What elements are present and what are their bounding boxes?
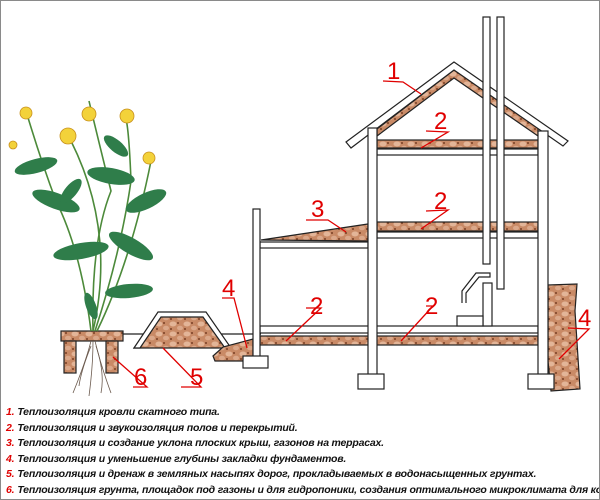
legend-item: 3.Теплоизоляция и создание уклона плоски… <box>6 436 598 452</box>
callout-3: 3 <box>311 196 324 223</box>
extension-wall <box>252 208 261 362</box>
footing <box>527 373 555 390</box>
callout-2: 2 <box>434 188 447 215</box>
chimney-pipe-1 <box>482 16 491 265</box>
legend-text: Теплоизоляция и создание уклона плоских … <box>17 437 384 449</box>
ground-floor-insulation <box>259 335 539 346</box>
callout-5: 5 <box>190 364 203 391</box>
legend-text: Теплоизоляция кровли скатного типа. <box>17 406 220 418</box>
legend-item: 1.Теплоизоляция кровли скатного типа. <box>6 405 598 421</box>
middle-floor-beam <box>376 231 539 239</box>
terrace-beam <box>259 241 369 249</box>
legend: 1.Теплоизоляция кровли скатного типа. 2.… <box>6 405 599 499</box>
legend-text: Теплоизоляция и уменьшение глубины закла… <box>17 452 347 465</box>
left-wall <box>367 127 378 382</box>
callout-6: 6 <box>134 364 147 391</box>
planter-insulation <box>63 340 77 374</box>
middle-floor-insulation <box>376 221 539 232</box>
plant <box>8 100 167 332</box>
callout-1: 1 <box>387 58 400 85</box>
footing <box>357 373 385 390</box>
flowers <box>8 106 156 165</box>
legend-number: 2. <box>6 421 15 434</box>
chimney-pipe-2 <box>496 16 505 290</box>
legend-item: 6.Теплоизоляция грунта, площадок под газ… <box>6 483 599 499</box>
callout-leaders <box>112 80 591 388</box>
legend-number: 5. <box>6 468 15 480</box>
roof <box>345 61 569 149</box>
attic-floor-beam <box>376 148 539 156</box>
callout-4: 4 <box>578 305 591 332</box>
plant-roots <box>72 340 112 397</box>
callout-2: 2 <box>434 108 447 135</box>
stove <box>482 282 493 327</box>
callout-2: 2 <box>310 293 323 320</box>
planter-insulation <box>105 340 119 374</box>
legend-text: Теплоизоляция и звукоизоляция полов и пе… <box>17 421 298 434</box>
legend-text: Теплоизоляция грунта, площадок под газон… <box>17 483 599 496</box>
callout-4: 4 <box>222 275 235 302</box>
stove-flue <box>461 272 491 303</box>
attic-floor-insulation <box>376 139 539 149</box>
legend-number: 6. <box>6 483 15 496</box>
legend-item: 2.Теплоизоляция и звукоизоляция полов и … <box>6 421 598 437</box>
legend-item: 4.Теплоизоляция и уменьшение глубины зак… <box>6 452 598 468</box>
stove-base <box>456 315 484 327</box>
legend-number: 3. <box>6 437 15 449</box>
legend-number: 4. <box>6 452 15 465</box>
terrace-insulation <box>260 223 369 242</box>
legend-item: 5.Теплоизоляция и дренаж в земляных насы… <box>6 467 598 483</box>
right-wall <box>537 130 549 382</box>
legend-number: 1. <box>6 406 15 418</box>
callout-2: 2 <box>425 293 438 320</box>
house-insulation-diagram: 1 2 2 3 2 2 4 4 5 6 <box>8 16 591 397</box>
planter-insulation <box>60 330 124 342</box>
legend-text: Теплоизоляция и дренаж в земляных насыпя… <box>17 468 537 480</box>
footing <box>242 355 269 369</box>
